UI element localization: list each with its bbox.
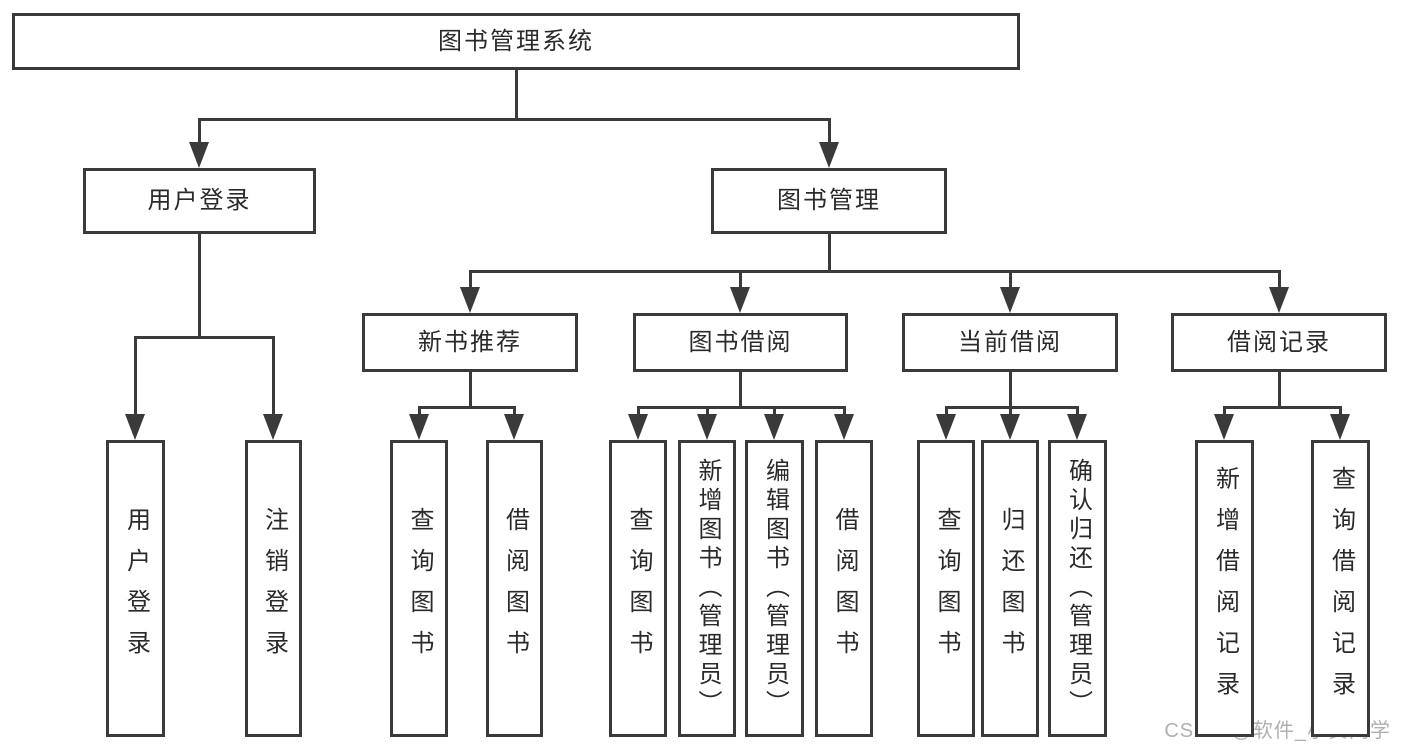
connector-book-management-arrowhead-0 xyxy=(460,287,480,313)
node-library-system: 图书管理系统 xyxy=(12,13,1020,70)
node-book-borrowing: 图书借阅 xyxy=(633,313,848,372)
node-leaf-logout: 注销登录 xyxy=(245,440,302,737)
node-leaf-user-login: 用户登录 xyxy=(106,440,165,737)
connector-borrowing-records-bar xyxy=(1222,406,1342,409)
node-leaf-query-books-3: 查询图书 xyxy=(917,440,975,737)
connector-book-borrowing-arrowhead-3 xyxy=(834,414,854,440)
node-book-management: 图书管理 xyxy=(711,168,947,234)
node-book-borrowing-label: 图书借阅 xyxy=(688,328,793,356)
connector-new-book-drop-1 xyxy=(512,406,516,416)
connector-book-borrowing-drop-0 xyxy=(636,406,640,416)
connector-book-borrowing-stem xyxy=(738,370,742,409)
connector-new-book-drop-0 xyxy=(417,406,421,416)
node-leaf-query-borrow-record: 查询借阅记录 xyxy=(1311,440,1370,737)
node-new-book-recommend: 新书推荐 xyxy=(362,313,578,372)
connector-book-management-drop-0 xyxy=(468,270,472,289)
connector-book-borrowing-drop-2 xyxy=(772,406,776,416)
connector-book-management-arrowhead-1 xyxy=(730,287,750,313)
connector-borrowing-records-drop-0 xyxy=(1222,406,1226,416)
connector-book-borrowing-drop-3 xyxy=(842,406,846,416)
connector-book-management-arrowhead-3 xyxy=(1269,287,1289,313)
node-leaf-borrow-books-2: 借阅图书 xyxy=(815,440,873,737)
connector-book-management-drop-1 xyxy=(738,270,742,289)
connector-book-borrowing-arrowhead-0 xyxy=(628,414,648,440)
node-leaf-query-books-2-label: 查询图书 xyxy=(625,506,652,671)
node-leaf-confirm-return-label: 确认归还（管理员） xyxy=(1064,458,1092,719)
connector-new-book-bar xyxy=(417,406,516,409)
connector-book-management-drop-2 xyxy=(1008,270,1012,289)
connector-user-login-drop-1 xyxy=(271,336,275,416)
connector-user-login-bar xyxy=(133,336,275,339)
connector-book-management-bar xyxy=(468,270,1281,273)
connector-borrowing-records-arrowhead-0 xyxy=(1214,414,1234,440)
connector-book-borrowing-drop-1 xyxy=(705,406,709,416)
connector-root-drop-0 xyxy=(197,118,201,144)
connector-root-drop-1 xyxy=(827,118,831,144)
node-leaf-add-books-label: 新增图书（管理员） xyxy=(694,458,721,719)
node-leaf-return-books-label: 归还图书 xyxy=(997,506,1024,671)
node-leaf-borrow-books-2-label: 借阅图书 xyxy=(831,506,858,671)
node-leaf-borrow-books-1-label: 借阅图书 xyxy=(501,506,529,671)
node-leaf-borrow-books-1: 借阅图书 xyxy=(486,440,543,737)
connector-current-borrowing-drop-2 xyxy=(1075,406,1079,416)
node-library-system-label: 图书管理系统 xyxy=(438,27,594,55)
connector-current-borrowing-drop-0 xyxy=(944,406,948,416)
node-leaf-add-borrow-record-label: 新增借阅记录 xyxy=(1211,465,1239,712)
node-borrowing-records: 借阅记录 xyxy=(1171,313,1387,372)
node-leaf-user-login-label: 用户登录 xyxy=(122,506,150,671)
node-leaf-query-books-1-label: 查询图书 xyxy=(406,506,433,671)
connector-user-login-stem xyxy=(197,232,201,339)
node-leaf-query-borrow-record-label: 查询借阅记录 xyxy=(1327,465,1355,712)
node-leaf-logout-label: 注销登录 xyxy=(260,506,288,671)
node-leaf-return-books: 归还图书 xyxy=(981,440,1039,737)
connector-current-borrowing-drop-1 xyxy=(1008,406,1012,416)
node-leaf-add-books: 新增图书（管理员） xyxy=(678,440,736,737)
connector-current-borrowing-arrowhead-1 xyxy=(1000,414,1020,440)
node-leaf-query-books-2: 查询图书 xyxy=(609,440,667,737)
node-leaf-query-books-1: 查询图书 xyxy=(390,440,448,737)
connector-current-borrowing-bar xyxy=(944,406,1079,409)
connector-book-management-arrowhead-2 xyxy=(1000,287,1020,313)
node-user-login: 用户登录 xyxy=(83,168,316,234)
connector-root-arrowhead-0 xyxy=(189,142,209,168)
node-user-login-label: 用户登录 xyxy=(147,187,252,214)
connector-borrowing-records-stem xyxy=(1277,370,1281,409)
connector-current-borrowing-arrowhead-0 xyxy=(936,414,956,440)
connector-book-management-stem xyxy=(827,232,831,273)
node-new-book-recommend-label: 新书推荐 xyxy=(418,328,522,356)
connector-user-login-drop-0 xyxy=(133,336,137,416)
connector-book-borrowing-arrowhead-2 xyxy=(764,414,784,440)
connector-current-borrowing-arrowhead-2 xyxy=(1067,414,1087,440)
node-current-borrowing-label: 当前借阅 xyxy=(958,328,1062,356)
connector-borrowing-records-arrowhead-1 xyxy=(1330,414,1350,440)
connector-root-stem xyxy=(514,68,518,121)
connector-book-borrowing-bar xyxy=(636,406,846,409)
connector-book-management-drop-3 xyxy=(1277,270,1281,289)
node-borrowing-records-label: 借阅记录 xyxy=(1227,328,1331,356)
node-leaf-query-books-3-label: 查询图书 xyxy=(933,506,960,671)
connector-new-book-stem xyxy=(468,370,472,409)
connector-book-borrowing-arrowhead-1 xyxy=(697,414,717,440)
connector-user-login-arrowhead-0 xyxy=(125,414,145,440)
node-leaf-edit-books: 编辑图书（管理员） xyxy=(745,440,804,737)
connector-root-arrowhead-1 xyxy=(819,142,839,168)
node-leaf-confirm-return: 确认归还（管理员） xyxy=(1048,440,1107,737)
node-leaf-add-borrow-record: 新增借阅记录 xyxy=(1195,440,1254,737)
connector-user-login-arrowhead-1 xyxy=(263,414,283,440)
node-book-management-label: 图书管理 xyxy=(777,187,881,214)
node-current-borrowing: 当前借阅 xyxy=(902,313,1118,372)
connector-new-book-arrowhead-0 xyxy=(409,414,429,440)
connector-current-borrowing-stem xyxy=(1008,370,1012,409)
connector-new-book-arrowhead-1 xyxy=(504,414,524,440)
node-leaf-edit-books-label: 编辑图书（管理员） xyxy=(761,458,789,719)
connector-root-bar xyxy=(197,118,831,121)
connector-borrowing-records-drop-1 xyxy=(1338,406,1342,416)
